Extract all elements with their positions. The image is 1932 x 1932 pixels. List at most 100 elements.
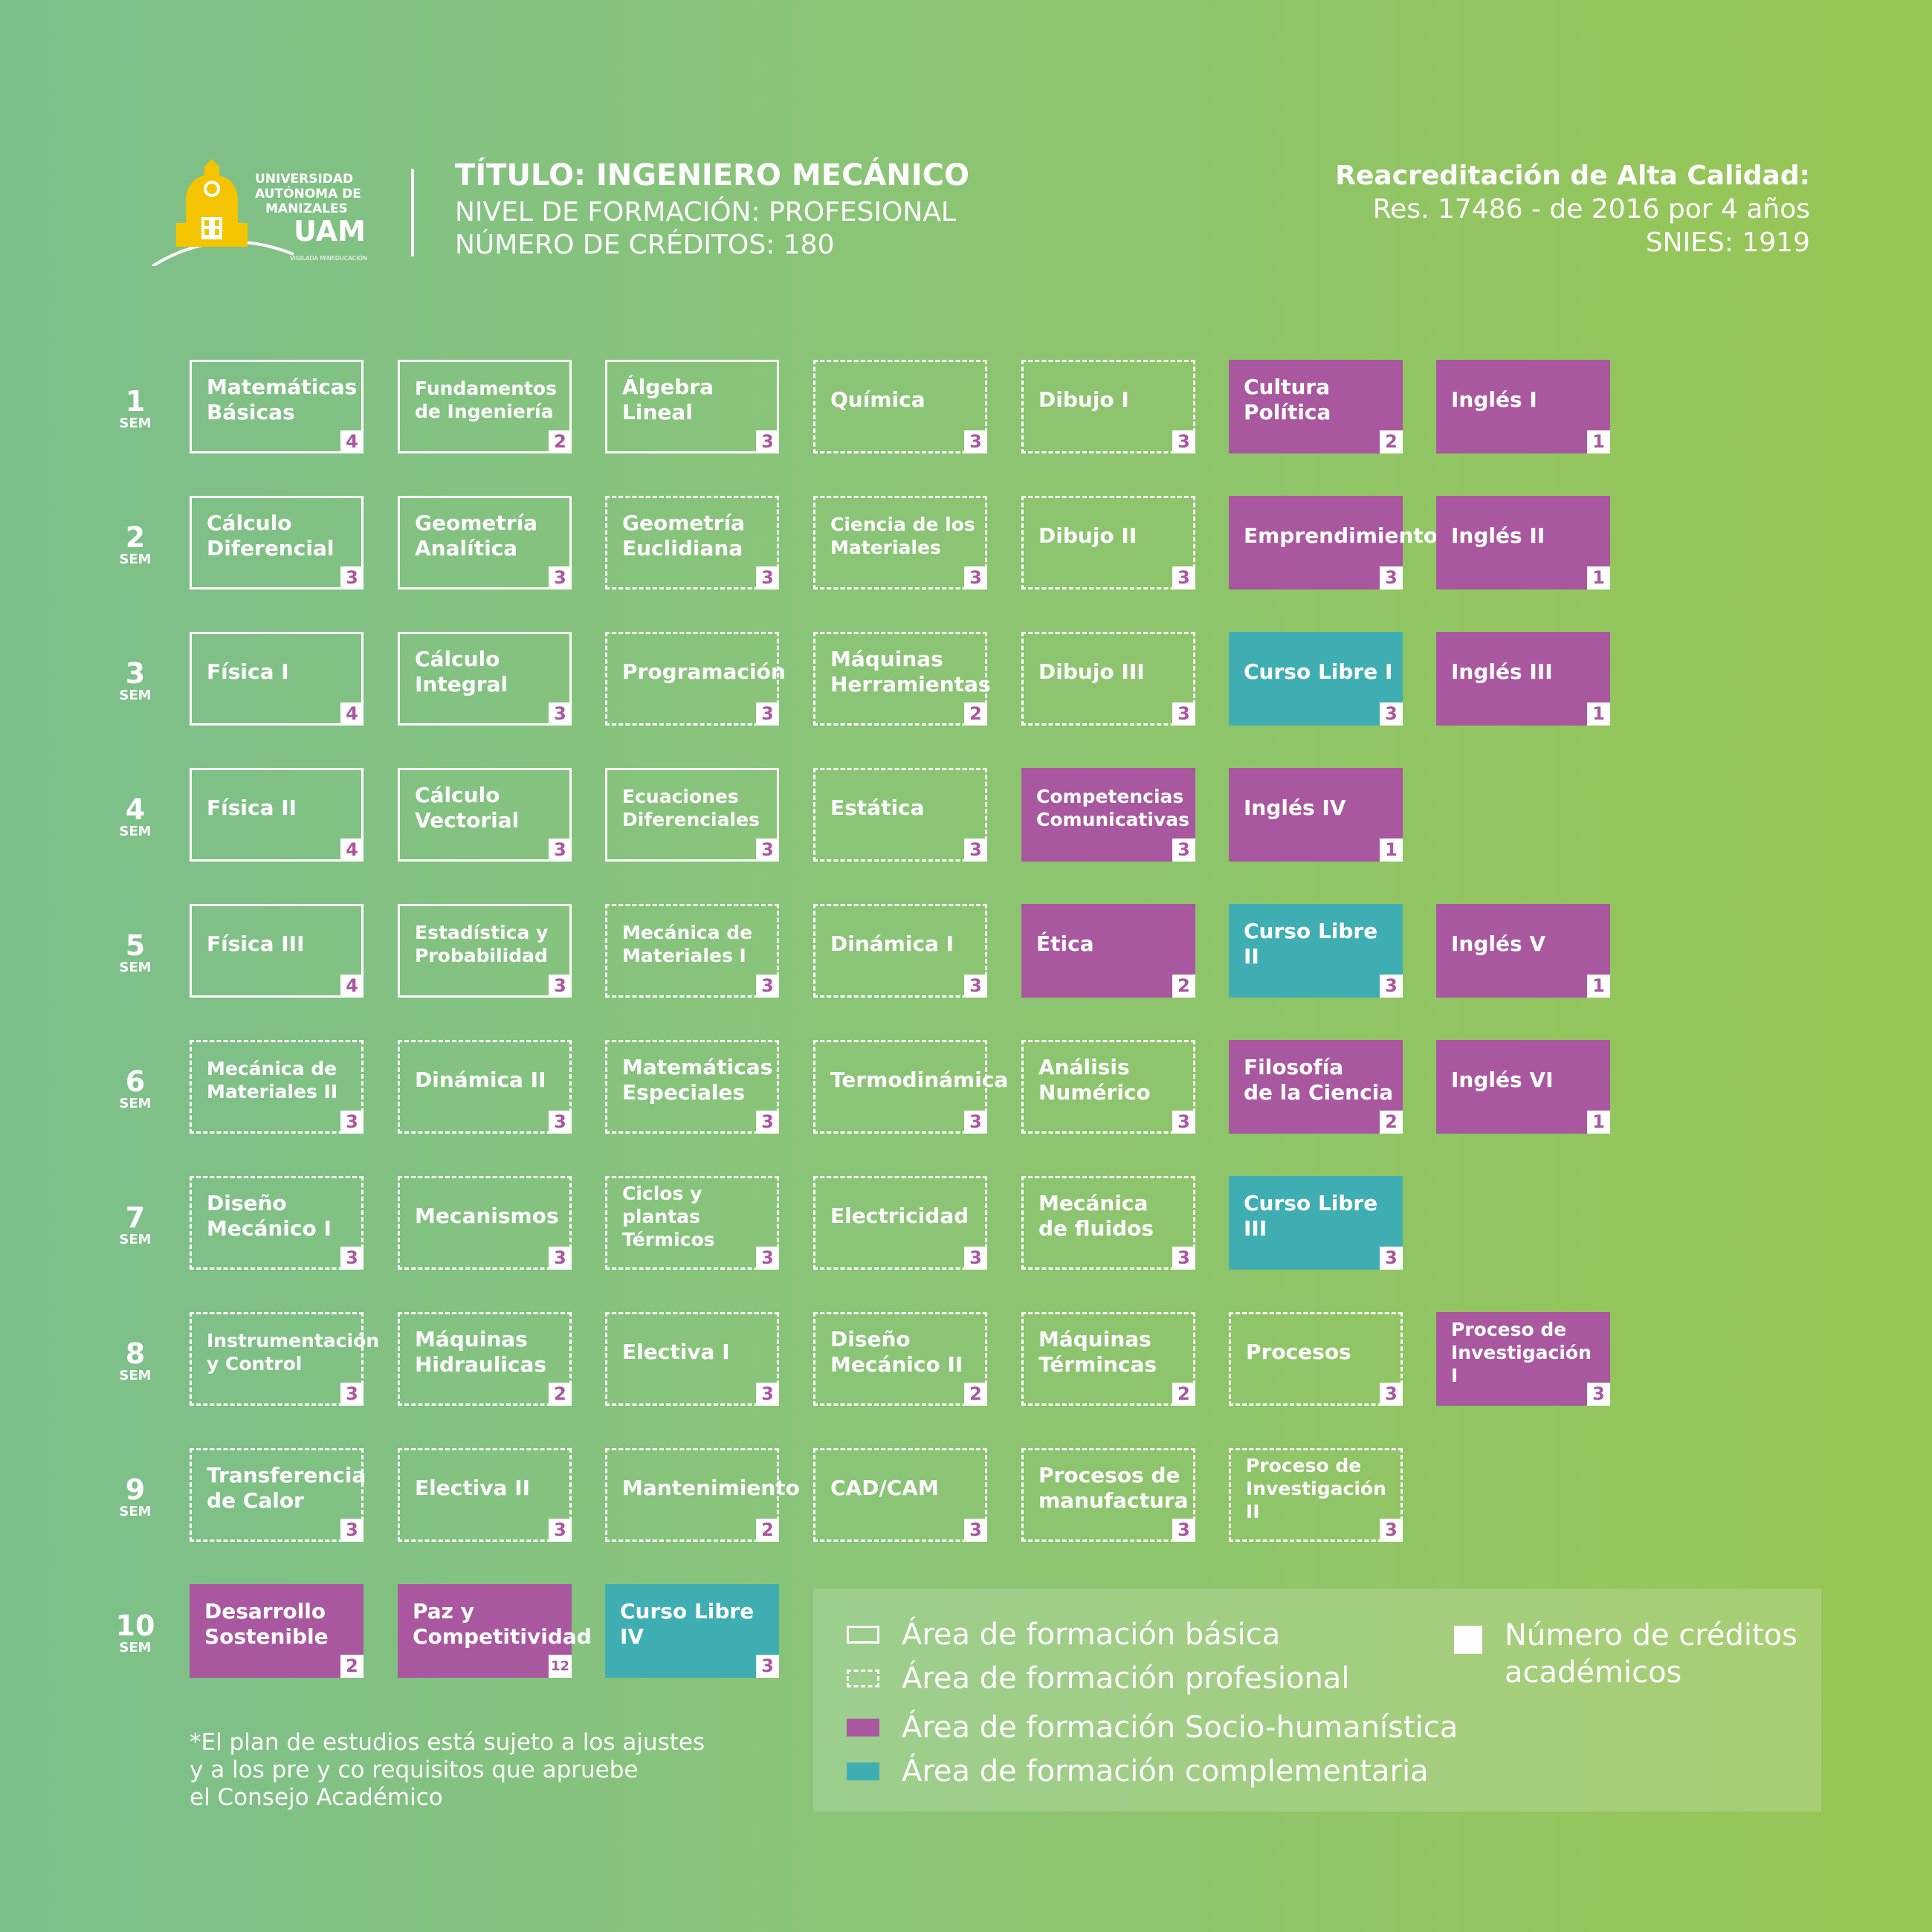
course-card: Ecuaciones Diferenciales 3 xyxy=(605,768,779,862)
course-name: Curso Libre III xyxy=(1244,1191,1378,1241)
program-credits: NÚMERO DE CRÉDITOS: 180 xyxy=(455,230,835,260)
course-credits-badge: 12 xyxy=(549,1655,572,1678)
course-name: Diseño Mecánico I xyxy=(207,1191,332,1241)
svg-text:UNIVERSIDAD: UNIVERSIDAD xyxy=(255,172,353,187)
course-credits-badge: 3 xyxy=(964,1247,987,1270)
course-name: CAD/CAM xyxy=(830,1476,939,1500)
course-name: Electiva II xyxy=(415,1476,531,1500)
legend-item-complementaria: Área de formación complementaria xyxy=(847,1754,1429,1789)
semester-number: 9 xyxy=(125,1473,146,1506)
course-credits-badge: 3 xyxy=(756,430,779,453)
course-credits-badge: 3 xyxy=(1380,566,1403,589)
course-name: Mecánica de fluidos xyxy=(1038,1191,1154,1241)
course-credits-badge: 3 xyxy=(549,1111,572,1134)
course-name: Inglés V xyxy=(1451,931,1546,956)
semester-number: 3 xyxy=(125,657,146,690)
course-name: Mecanismos xyxy=(415,1204,559,1228)
course-credits-badge: 4 xyxy=(340,430,364,453)
course-credits-badge: 3 xyxy=(964,1111,987,1134)
semester-number: 8 xyxy=(125,1337,146,1370)
course-name: Dinámica II xyxy=(415,1067,546,1092)
course-name: Cálculo Diferencial xyxy=(207,511,335,560)
semester-suffix: SEM xyxy=(119,1368,152,1383)
course-name: Física I xyxy=(207,659,289,684)
course-credits-badge: 3 xyxy=(1172,566,1195,589)
course-credits-badge: 2 xyxy=(1380,430,1403,453)
course-name: Máquinas Términcas xyxy=(1038,1327,1157,1377)
course-name: Inglés VI xyxy=(1451,1067,1554,1092)
course-credits-badge: 3 xyxy=(549,702,572,726)
course-credits-badge: 3 xyxy=(756,1111,779,1134)
course-credits-badge: 2 xyxy=(964,702,987,726)
course-name: Geometría Analítica xyxy=(415,511,538,560)
course-name: Termodinámica xyxy=(830,1067,1009,1092)
course-name: Inglés I xyxy=(1451,387,1537,412)
course-credits-badge: 2 xyxy=(1380,1111,1403,1134)
course-credits-badge: 2 xyxy=(964,1383,987,1406)
semester-suffix: SEM xyxy=(119,416,152,431)
semester-number: 5 xyxy=(125,929,146,962)
course-name: Ecuaciones Diferenciales xyxy=(622,786,760,830)
course-credits-badge: 3 xyxy=(1380,702,1403,726)
semester-number: 1 xyxy=(125,385,146,418)
course-credits-badge: 3 xyxy=(756,839,779,862)
legend-swatch-profesional xyxy=(847,1670,879,1687)
course-credits-badge: 2 xyxy=(549,1383,572,1406)
legend-item-socio: Área de formación Socio-humanística xyxy=(847,1710,1458,1745)
course-name: Estática xyxy=(830,795,925,820)
snies-code: SNIES: 1919 xyxy=(1645,227,1810,258)
course-name: Fundamentos de Ingeniería xyxy=(415,378,558,422)
course-credits-badge: 3 xyxy=(1172,430,1195,453)
course-name: Inglés III xyxy=(1451,659,1553,684)
course-name: Inglés II xyxy=(1451,523,1545,548)
course-name: Matemáticas Básicas xyxy=(207,375,358,424)
legend-swatch-complementaria xyxy=(847,1763,879,1780)
course-name: Inglés IV xyxy=(1244,795,1346,820)
semester-number: 2 xyxy=(125,521,146,554)
course-card: Termodinámica 3 xyxy=(813,1040,1009,1134)
accreditation-heading: Reacreditación de Alta Calidad: xyxy=(1335,161,1810,191)
course-name: Física III xyxy=(207,931,305,956)
course-name: Ciencia de los Materiales xyxy=(830,514,975,558)
semester-suffix: SEM xyxy=(119,688,152,703)
course-name: Competencias Comunicativas xyxy=(1036,786,1189,830)
course-credits-badge: 1 xyxy=(1587,1111,1610,1134)
course-credits-badge: 3 xyxy=(756,1655,779,1678)
course-name: Curso Libre IV xyxy=(620,1599,755,1649)
course-credits-badge: 3 xyxy=(964,839,987,862)
accreditation-resolution: Res. 17486 - de 2016 por 4 años xyxy=(1372,194,1810,224)
course-credits-badge: 3 xyxy=(1380,1519,1403,1542)
course-name: Diseño Mecánico II xyxy=(830,1327,963,1377)
semester-number: 7 xyxy=(125,1201,146,1234)
course-credits-badge: 2 xyxy=(549,430,572,453)
program-title: TÍTULO: INGENIERO MECÁNICO xyxy=(455,158,970,193)
semester-suffix: SEM xyxy=(119,552,152,567)
